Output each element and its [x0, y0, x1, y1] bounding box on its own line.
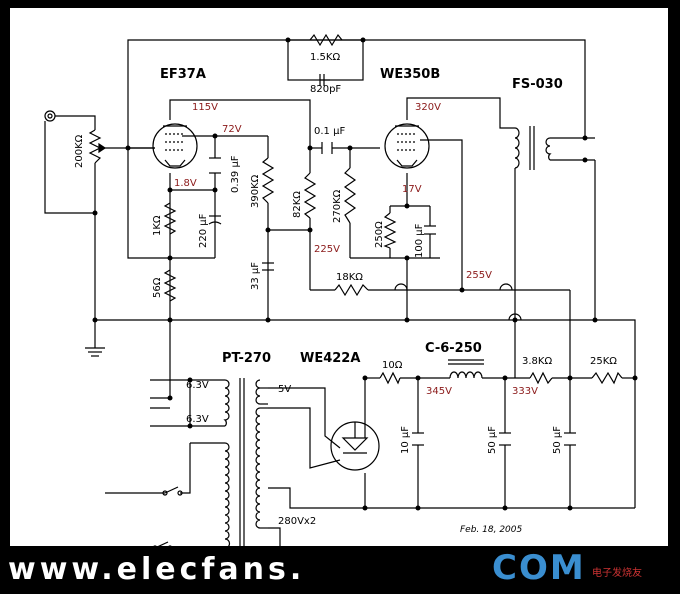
capacitor-100 — [424, 225, 436, 235]
r25k-label: 25KΩ — [590, 356, 617, 367]
c220-label: 220 μF — [198, 213, 209, 248]
heater2-label: 6.3V — [186, 414, 209, 425]
voltage-1-8: 1.8V — [174, 178, 197, 189]
capacitor-33 — [262, 262, 274, 271]
input-pot-resistor — [88, 129, 102, 164]
c50b-label: 50 μF — [552, 426, 563, 454]
c50a-label: 50 μF — [487, 426, 498, 454]
wires — [44, 39, 636, 546]
resistor-250 — [383, 212, 397, 249]
r18k-label: 18KΩ — [336, 272, 363, 283]
r82k-label: 82KΩ — [292, 191, 303, 218]
capacitor-10 — [412, 432, 424, 446]
resistor-10 — [379, 371, 401, 385]
junctions — [92, 37, 638, 511]
voltage-345: 345V — [426, 386, 452, 397]
r390k-label: 390KΩ — [250, 174, 261, 208]
capacitor-039 — [209, 157, 221, 174]
date-label: Feb. 18, 2005 — [460, 525, 523, 535]
r56-label: 56Ω — [152, 277, 163, 298]
r270k-label: 270KΩ — [332, 189, 343, 223]
capacitor-50a — [499, 432, 511, 446]
voltage-115: 115V — [192, 102, 218, 113]
standby-switch — [153, 541, 172, 546]
resistor-18k — [334, 283, 369, 297]
resistor-82k — [303, 172, 317, 219]
choke-c6-250 — [448, 359, 484, 379]
resistor-1k — [163, 202, 177, 235]
pot-label: 200KΩ — [74, 134, 85, 168]
components — [88, 33, 623, 546]
resistor-390k — [261, 157, 275, 204]
watermark-bar: www.elecfans. COM 电子发烧友 — [0, 546, 680, 594]
we422a-rectifier — [330, 421, 380, 471]
hv-winding-label: 280Vx2 — [278, 516, 316, 527]
resistor-270k — [343, 167, 357, 224]
power-transformer — [223, 378, 268, 546]
resistor-3k8 — [529, 371, 553, 385]
voltage-72: 72V — [222, 124, 242, 135]
r250-label: 250Ω — [374, 221, 385, 248]
r3k8-label: 3.8KΩ — [522, 356, 552, 367]
capacitor-220 — [208, 215, 222, 225]
r10-label: 10Ω — [382, 360, 403, 371]
c33-label: 33 μF — [250, 262, 261, 290]
c01-label: 0.1 μF — [314, 126, 345, 137]
watermark-text: www.elecfans. — [8, 552, 306, 587]
voltage-225: 225V — [314, 244, 340, 255]
mains-switch — [162, 486, 183, 496]
r1k-label: 1KΩ — [152, 215, 163, 236]
schematic-diagram: EF37A WE350B FS-030 PT-270 WE422A C-6-25… — [44, 33, 638, 546]
ef37a-tube — [152, 123, 198, 169]
output-transformer — [514, 126, 552, 170]
schematic-sheet: EF37A WE350B FS-030 PT-270 WE422A C-6-25… — [10, 8, 668, 546]
voltage-255: 255V — [466, 270, 492, 281]
heater1-label: 6.3V — [186, 380, 209, 391]
voltage-333: 333V — [512, 386, 538, 397]
resistor-25k — [591, 371, 623, 385]
c039-label: 0.39 μF — [230, 155, 241, 193]
c100-label: 100 μF — [414, 223, 425, 258]
ef37a-label: EF37A — [160, 67, 206, 82]
feedback-resistor-label: 1.5KΩ — [310, 52, 340, 63]
resistor-56 — [163, 269, 177, 302]
pt270-label: PT-270 — [222, 351, 271, 366]
brand-logo: COM — [492, 548, 586, 588]
brand-subtext: 电子发烧友 — [592, 568, 642, 579]
choke-label: C-6-250 — [425, 341, 482, 356]
we350b-label: WE350B — [380, 67, 440, 82]
we422a-label: WE422A — [300, 351, 360, 366]
capacitor-50b — [564, 432, 576, 446]
capacitor-01 — [321, 142, 333, 154]
voltage-320: 320V — [415, 102, 441, 113]
filament-5v-label: 5V — [278, 384, 291, 395]
feedback-cap-label: 820pF — [310, 84, 341, 95]
c10-label: 10 μF — [400, 426, 411, 454]
voltage-17: 17V — [402, 184, 422, 195]
we350b-tube — [384, 123, 430, 169]
feedback-resistor — [309, 33, 343, 47]
fs030-label: FS-030 — [512, 77, 563, 92]
